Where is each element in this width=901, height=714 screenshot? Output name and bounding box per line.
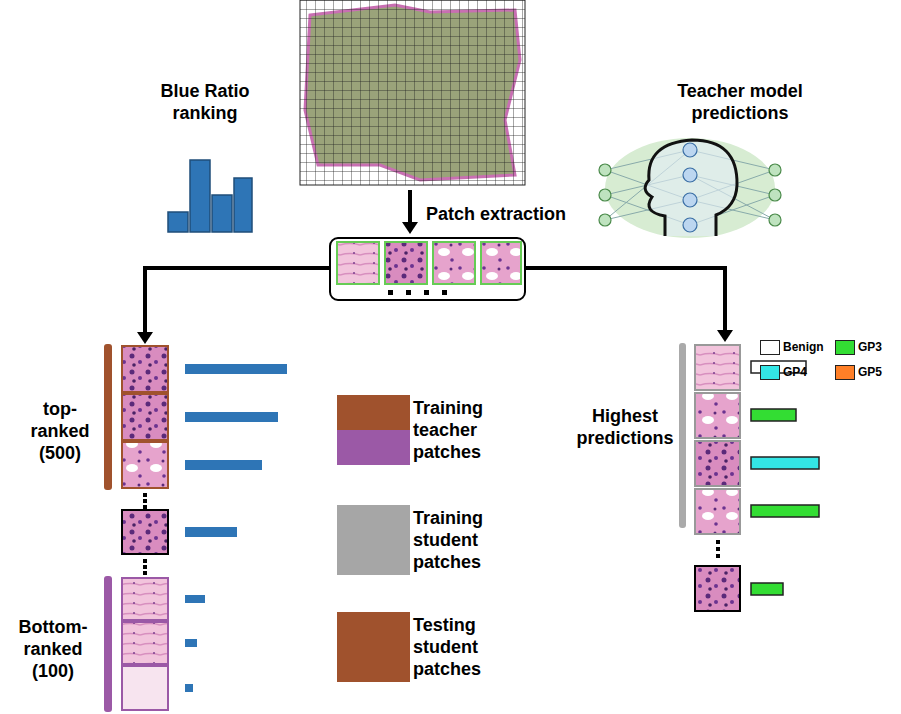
- legend-text: Training teacher patches: [413, 397, 507, 463]
- legend-swatch: [835, 340, 855, 355]
- legend-swatch: [337, 505, 410, 575]
- legend-text: Testing student patches: [413, 614, 507, 680]
- legend-text: Training student patches: [413, 507, 507, 573]
- legend-swatch: [760, 340, 780, 355]
- legend-swatch: [337, 395, 410, 465]
- legend-text: GP3: [858, 338, 896, 356]
- legend-swatch: [760, 365, 780, 380]
- legend-text: GP5: [858, 363, 896, 381]
- section-heading: Teacher model predictions: [655, 80, 825, 124]
- legend-text: Benign: [783, 338, 833, 356]
- legend-swatch: [835, 365, 855, 380]
- step-label: Patch extraction: [426, 203, 596, 225]
- group-label: Highest predictions: [572, 405, 678, 449]
- group-label: top-ranked (500): [18, 398, 102, 464]
- group-label: Bottom-ranked (100): [8, 616, 98, 682]
- section-heading: Blue Ratio ranking: [145, 80, 265, 124]
- legend-text: GP4: [783, 363, 833, 381]
- legend-swatch: [337, 612, 410, 682]
